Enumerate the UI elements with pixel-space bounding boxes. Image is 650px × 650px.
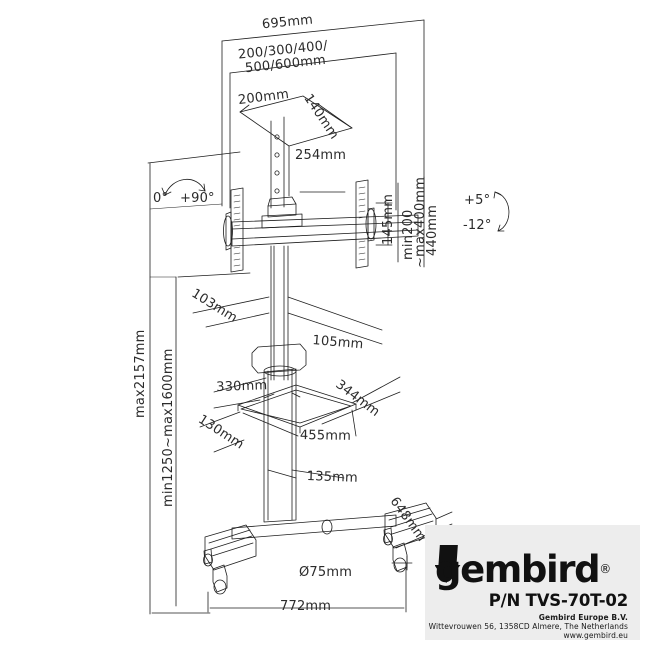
- brand-part-number: P/N TVS-70T-02: [488, 591, 628, 610]
- brand-wordmark: gembird: [435, 547, 601, 591]
- angle-rotation-to: +90°: [180, 191, 215, 206]
- brand-registered-mark: ®: [599, 562, 612, 576]
- dim-bracket-drop-text: 145mm: [381, 193, 396, 245]
- dim-shelf-offset: 330mm: [215, 378, 268, 395]
- dim-panel-height-text: 440mm: [425, 204, 440, 256]
- dim-base-width: 772mm: [280, 599, 332, 614]
- brand-logo-row: gembird®: [435, 543, 635, 593]
- dim-camera-post-height: 254mm: [295, 148, 347, 163]
- angle-rotation-from: 0°: [153, 191, 169, 206]
- dim-shelf-to-post: 135mm: [306, 469, 359, 486]
- angle-tilt-down: -12°: [463, 218, 492, 233]
- dim-shelf-width: 455mm: [299, 428, 352, 444]
- brand-website: www.gembird.eu: [563, 631, 628, 640]
- dim-screen-height-range-text: min1250~max1600mm: [161, 348, 176, 507]
- bird-arrow-icon: [435, 545, 461, 583]
- dimension-lines: [147, 19, 510, 615]
- brand-company: Gembird Europe B.V.: [538, 613, 628, 622]
- brand-plate: gembird® P/N TVS-70T-02 Gembird Europe B…: [425, 525, 640, 640]
- dim-max-height-text: max2157mm: [133, 329, 148, 418]
- angle-tilt-up: +5°: [464, 193, 491, 208]
- dim-caster-diameter: Ø75mm: [299, 565, 353, 580]
- brand-address: Wittevrouwen 56, 1358CD Almere, The Neth…: [428, 622, 628, 631]
